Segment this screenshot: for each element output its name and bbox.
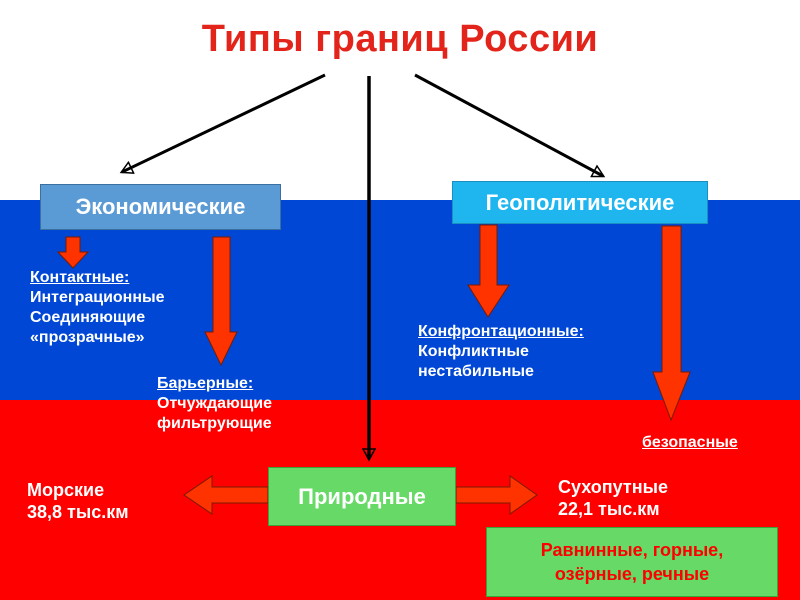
arrow-title-to-economic [122,73,326,172]
land-types-line: озёрные, речные [554,564,710,584]
land-length: 22,1 тыс.км [558,499,660,519]
economic-box: Экономические [40,184,281,230]
land-types-box: Равнинные, горные, озёрные, речные [486,527,778,597]
geopolitical-box: Геополитические [452,181,708,224]
arrow-natural-to-sea [183,475,269,515]
barrier-line: Отчуждающие [157,395,272,412]
sea-length: 38,8 тыс.км [27,502,129,522]
land-types-line: Равнинные, горные, [540,540,724,560]
contact-borders-text: Контактные: Интеграционные Соединяющие «… [30,268,165,348]
arrow-geopolitical-to-safe [652,225,691,422]
page-title: Типы границ России [201,18,599,60]
safe-borders-text: безопасные [642,434,738,451]
confrontation-heading: Конфронтационные: [418,323,584,340]
barrier-line: фильтрующие [157,415,272,432]
barrier-heading: Барьерные: [157,375,254,392]
confrontation-line: Конфликтные [418,343,529,360]
arrow-geopolitical-to-confrontation [467,224,510,318]
contact-line: Интеграционные [30,289,165,306]
arrow-economic-to-contact [56,236,90,269]
contact-heading: Контактные: [30,269,130,286]
arrow-title-to-geopolitical [414,73,603,178]
arrow-economic-to-barrier [204,236,238,367]
barrier-borders-text: Барьерные: Отчуждающие фильтрующие [157,374,272,434]
land-name: Сухопутные [558,477,668,497]
land-borders-text: Сухопутные 22,1 тыс.км [558,476,668,520]
contact-line: «прозрачные» [30,329,145,346]
sea-borders-text: Морские 38,8 тыс.км [27,479,129,523]
arrow-natural-to-land [455,475,538,515]
confrontation-borders-text: Конфронтационные: Конфликтные нестабильн… [418,322,584,382]
contact-line: Соединяющие [30,309,146,326]
confrontation-line: нестабильные [418,363,534,380]
natural-box: Природные [268,467,456,526]
sea-name: Морские [27,480,105,500]
